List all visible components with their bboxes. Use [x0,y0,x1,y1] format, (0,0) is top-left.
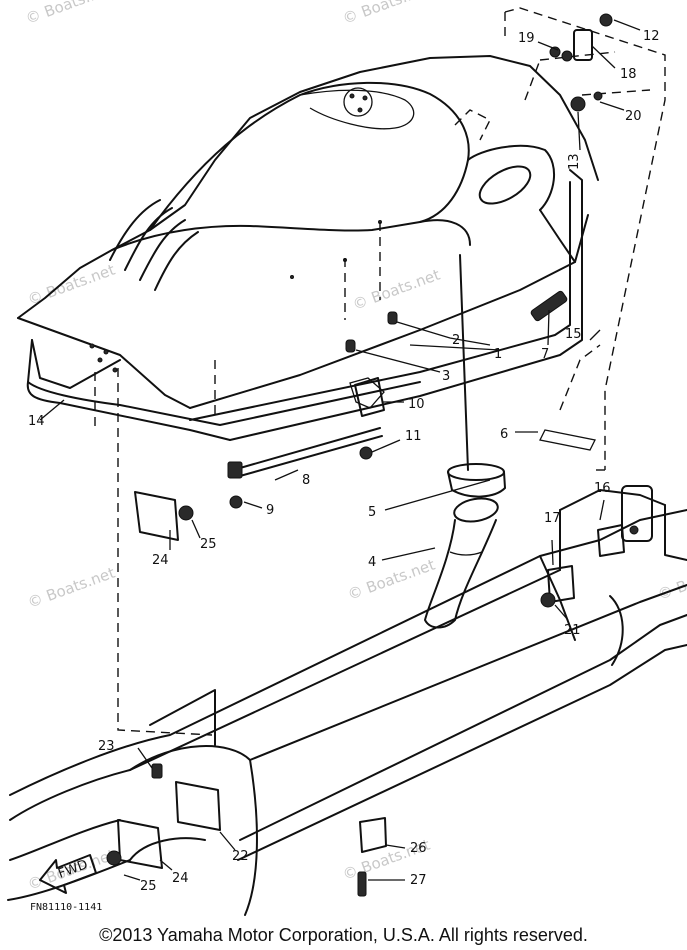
callout-9: 9 [266,503,274,518]
callout-10: 10 [408,397,425,412]
watermark-2: © Boats.net [340,0,432,28]
watermark-5: © Boats.net [25,564,117,612]
callout-1: 1 [494,347,502,362]
callout-26: 26 [410,841,427,856]
hull-lower [7,489,687,916]
callout-23: 23 [98,739,115,754]
callout-14: 14 [28,414,45,429]
drawing-code: FN81110-1141 [30,902,102,913]
callout-17: 17 [544,511,561,526]
callout-4: 4 [368,555,376,570]
callout-27: 27 [410,873,427,888]
callout-25b: 25 [140,879,157,894]
watermark-1: © Boats.net [23,0,115,28]
callout-16: 16 [594,481,611,496]
parts-diagram: © Boats.net © Boats.net © Boats.net © Bo… [7,0,687,916]
callout-25a: 25 [200,537,217,552]
callout-11: 11 [405,429,422,444]
assembly-guides [94,7,666,736]
watermark-4: © Boats.net [350,266,442,314]
callout-13: 13 [567,153,582,170]
small-parts [106,13,653,897]
callout-8: 8 [302,473,310,488]
callout-21: 21 [564,623,581,638]
watermarks: © Boats.net © Boats.net © Boats.net © Bo… [23,0,687,894]
callout-15: 15 [565,327,582,342]
callout-19: 19 [518,31,535,46]
callout-7: 7 [541,347,549,362]
callout-5: 5 [368,505,376,520]
callout-22: 22 [232,849,249,864]
copyright-notice: ©2013 Yamaha Motor Corporation, U.S.A. A… [99,925,588,945]
callout-12: 12 [643,29,660,44]
callout-20: 20 [625,109,642,124]
callout-6: 6 [500,427,508,442]
leader-lines [39,19,641,881]
callout-2: 2 [452,333,460,348]
callout-24a: 24 [152,553,169,568]
callout-24b: 24 [172,871,189,886]
callouts: 1 2 3 4 5 6 7 8 9 10 11 12 13 14 15 16 1… [28,29,660,894]
watermark-6: © Boats.net [345,556,437,604]
seat-assembly [17,55,599,441]
callout-3: 3 [442,369,450,384]
callout-18: 18 [620,67,637,82]
watermark-7: © Boats.net [655,556,687,604]
